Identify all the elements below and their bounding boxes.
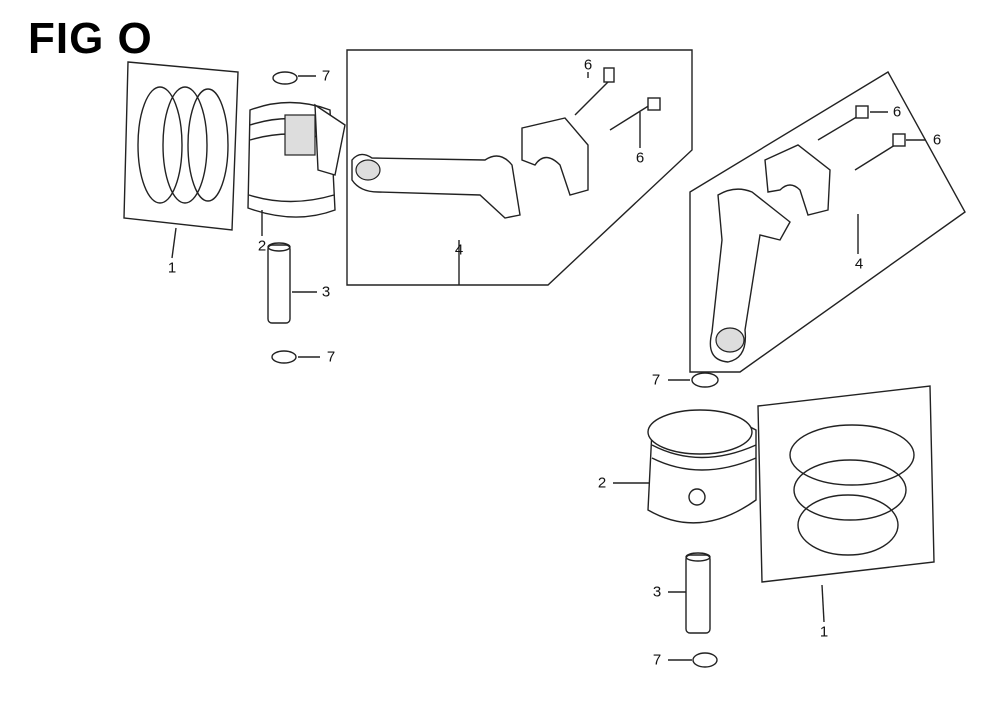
clip-right-top: [668, 372, 719, 388]
piston-pin-left: [267, 242, 317, 324]
piston-ring-set-right: [757, 385, 935, 623]
callout-2: 2: [597, 474, 607, 492]
piston-pin-right: [668, 552, 711, 634]
callout-1: 1: [167, 259, 177, 277]
piston-right: [613, 409, 757, 524]
piston-left: [247, 101, 346, 236]
callout-2: 2: [257, 237, 267, 255]
callout-6: 6: [892, 103, 902, 121]
callout-6: 6: [583, 56, 593, 74]
callout-4: 4: [854, 255, 864, 273]
clip-right-bottom: [668, 652, 718, 668]
connecting-rod-assembly-right: [689, 71, 966, 373]
callout-1: 1: [819, 623, 829, 641]
figure-title: FIG O: [28, 14, 153, 63]
connecting-rod-assembly-left: [346, 49, 693, 286]
callout-6: 6: [635, 149, 645, 167]
callout-7: 7: [326, 348, 336, 366]
callout-6: 6: [932, 131, 942, 149]
callout-3: 3: [652, 583, 662, 601]
clip-left-bottom: [271, 350, 320, 364]
callout-7: 7: [321, 67, 331, 85]
callout-4: 4: [454, 241, 464, 259]
callout-3: 3: [321, 283, 331, 301]
callout-7: 7: [651, 371, 661, 389]
callout-7: 7: [652, 651, 662, 669]
piston-ring-set-left: [123, 61, 239, 259]
clip-left-top: [272, 71, 316, 85]
